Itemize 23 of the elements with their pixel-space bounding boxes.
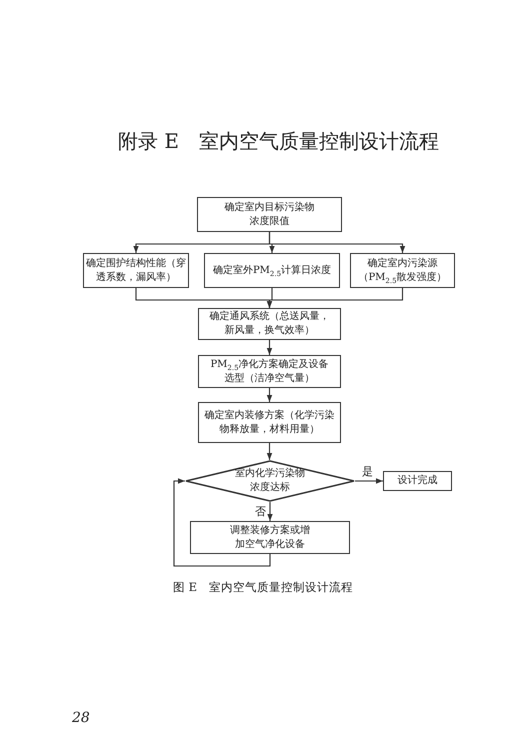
process-box: 确定室外PM$_{2.5}$计算日浓度 xyxy=(204,253,340,288)
caption: 图 E 室内空气质量控制设计流程 xyxy=(173,580,354,595)
process-box: 确定室内装修方案（化学污染物释放量，材料用量） xyxy=(198,402,341,443)
arrow xyxy=(268,232,406,253)
arrow xyxy=(355,478,383,484)
process-box: 确定室内目标污染物浓度限值 xyxy=(197,197,342,232)
arrow xyxy=(266,340,272,355)
process-box: 确定通风系统（总送风量，新风量，换气效率） xyxy=(198,308,341,340)
arrow xyxy=(267,502,273,521)
process-box: 设计完成 xyxy=(383,471,452,491)
edge-label: 否 xyxy=(254,505,267,518)
process-box: PM$_{2.5}$净化方案确定及设备选型（洁净空气量） xyxy=(198,355,341,388)
page-number: 28 xyxy=(72,710,90,726)
arrow xyxy=(266,388,272,402)
decision-diamond: 室内化学污染物浓度达标 xyxy=(185,460,355,502)
title: 附录 E 室内空气质量控制设计流程 xyxy=(118,128,439,154)
process-box: 调整装修方案或增加空气净化设备 xyxy=(190,521,350,554)
arrow xyxy=(173,478,271,567)
arrow xyxy=(266,443,272,460)
arrow xyxy=(266,288,404,308)
process-box: 确定围护结构性能（穿透系数，漏风率） xyxy=(83,253,189,288)
process-box: 确定室内污染源（PM$_{2.5}$散发强度） xyxy=(350,253,455,288)
edge-label: 是 xyxy=(361,465,374,478)
